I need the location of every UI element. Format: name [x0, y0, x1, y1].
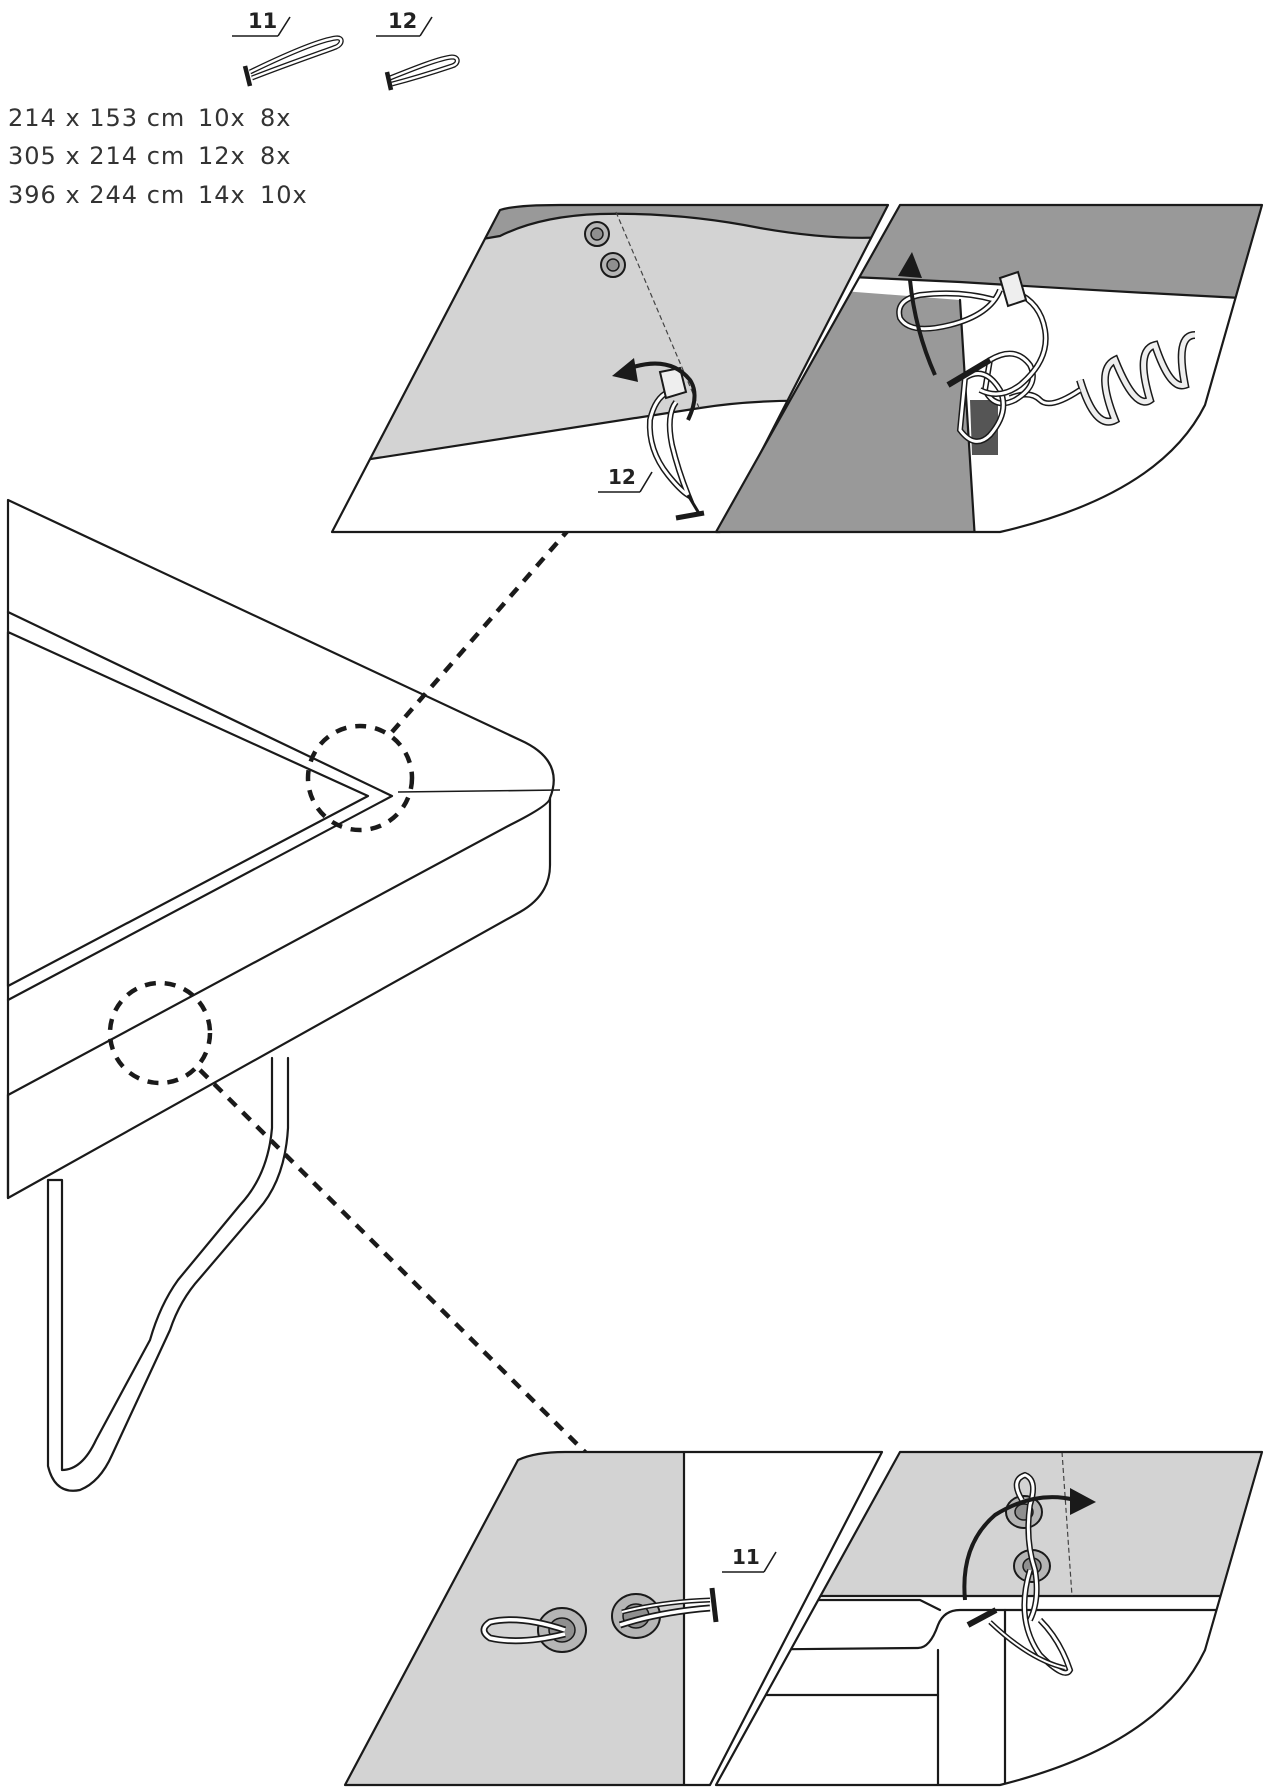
bungee-loop-12-icon — [646, 389, 705, 521]
cord-stopper-icon — [658, 366, 688, 400]
stitch-line — [1061, 1452, 1073, 1597]
trampoline-corner — [6, 498, 561, 1492]
leader-line-top — [390, 526, 572, 734]
bungee-loop-11-icon — [480, 1587, 719, 1645]
callout-tick — [763, 1551, 777, 1573]
cord-stopper-icon — [998, 270, 1028, 308]
jumping-mat — [6, 630, 370, 988]
pull-arrow-icon — [908, 279, 937, 376]
panel-frame — [330, 203, 890, 534]
qty-12: 8x — [260, 104, 291, 132]
size-label: 214 x 153 cm — [8, 104, 185, 132]
pad-inner-edge — [6, 610, 394, 1002]
frame-tube-top — [716, 1608, 1262, 1652]
size-label: 396 x 244 cm — [8, 181, 185, 209]
panel-frame — [714, 203, 1264, 534]
panel-frame — [714, 1450, 1264, 1787]
size-row: 214 x 153 cm 10x 8x — [8, 104, 291, 132]
part-11-number: 11 — [248, 9, 277, 33]
size-table: 214 x 153 cm 10x 8x 305 x 214 cm 12x 8x … — [8, 104, 308, 209]
frame-pad-edge — [6, 796, 552, 1097]
qty-12: 10x — [260, 181, 308, 209]
panel-frame — [343, 1450, 884, 1787]
size-row: 396 x 244 cm 14x 10x — [8, 181, 308, 209]
chain-link-icon — [956, 350, 1036, 445]
zoom-circle-pad-edge — [107, 980, 213, 1086]
thread-arrow-icon — [962, 1495, 1076, 1601]
bungee-loop-long-icon — [242, 35, 344, 87]
part-12-number: 12 — [388, 9, 417, 33]
trampoline-leg — [46, 1056, 290, 1492]
part-12: 12 — [376, 9, 460, 91]
bungee-wrap-icon — [896, 270, 1049, 397]
callout-tick — [639, 471, 653, 493]
part-legend: 11 12 — [232, 9, 460, 91]
bungee-loop-11-icon — [966, 1471, 1074, 1676]
part-11: 11 — [232, 9, 344, 87]
callout-11-label: 11 — [732, 1545, 760, 1569]
size-label: 305 x 214 cm — [8, 142, 185, 170]
zoom-callouts — [107, 526, 590, 1457]
part-11-tick — [277, 16, 291, 37]
zoom-circle-mat-corner — [305, 723, 415, 833]
frame-pad-seam — [397, 789, 561, 793]
qty-11: 10x — [198, 104, 246, 132]
frame-pad — [6, 498, 555, 1200]
callout-12-label: 12 — [608, 465, 636, 489]
part-12-tick — [419, 16, 433, 37]
qty-11: 12x — [198, 142, 246, 170]
rotate-arrow-icon — [629, 361, 697, 421]
size-row: 305 x 214 cm 12x 8x — [8, 142, 291, 170]
bungee-loop-short-icon — [384, 54, 460, 91]
qty-11: 14x — [198, 181, 246, 209]
qty-12: 8x — [260, 142, 291, 170]
leader-line-bottom — [198, 1068, 590, 1457]
